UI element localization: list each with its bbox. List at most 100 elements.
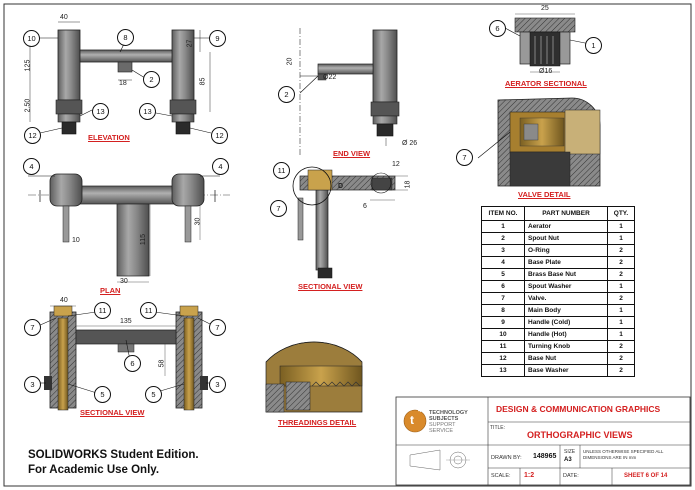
balloon-7a: 7: [24, 319, 41, 336]
dim-elev-85: 85: [199, 77, 207, 86]
logo-line-2: SUBJECTS: [429, 416, 459, 422]
dim-elev-40: 40: [60, 14, 68, 21]
plan-label: PLAN: [100, 286, 121, 295]
valve-detail-label: VALVE DETAIL: [518, 190, 571, 199]
dim-sv-58: 58: [158, 359, 166, 368]
elevation-label: ELEVATION: [88, 133, 130, 142]
balloon-2: 2: [143, 71, 160, 88]
balloon-12b: 12: [211, 127, 228, 144]
logo-line-3: SUPPORT: [429, 422, 456, 428]
bom-item-no: 8: [481, 304, 525, 317]
balloon-1: 1: [585, 37, 602, 54]
dimension-note: UNLESS OTHERWISE SPECIFIED ALL DIMENSION…: [583, 449, 664, 460]
end-view-label: END VIEW: [333, 149, 371, 158]
bom-part: Main Body: [524, 304, 608, 317]
bom-item-no: 1: [481, 220, 525, 233]
dim-end-dia22: Ø22: [323, 74, 337, 81]
bom-part: Spout Washer: [524, 280, 608, 293]
dim-sv-135: 135: [120, 318, 132, 325]
logo-superscript: 4: [418, 408, 422, 414]
dim-plan-10: 10: [72, 237, 80, 244]
threadings-detail-label: THREADINGS DETAIL: [278, 418, 357, 427]
balloon-6-section: 6: [124, 355, 141, 372]
logo-line-4: SERVICE: [429, 428, 454, 434]
bom-item-no: 6: [481, 280, 525, 293]
logo-line-1: TECHNOLOGY: [429, 410, 468, 416]
balloon-5b: 5: [145, 386, 162, 403]
dim-aer-25: 25: [541, 5, 549, 12]
balloon-12a: 12: [24, 127, 41, 144]
balloon-5a: 5: [94, 386, 111, 403]
bom-header-item: ITEM NO.: [481, 206, 525, 221]
bom-item-no: 9: [481, 316, 525, 329]
date-label: DATE:: [563, 473, 579, 479]
plan-view: [28, 173, 230, 283]
dim-end-20: 20: [286, 57, 294, 66]
bom-item-no: 4: [481, 256, 525, 269]
dim-sec-18: 18: [404, 180, 412, 189]
student-edition-watermark: SOLIDWORKS Student Edition. For Academic…: [28, 448, 199, 478]
bom-header-row: ITEM NO. PART NUMBER QTY.: [481, 206, 635, 221]
bom-part: Base Plate: [524, 256, 608, 269]
bom-item-no: 3: [481, 244, 525, 257]
threadings-detail: [265, 341, 363, 413]
watermark-line-2: For Academic Use Only.: [28, 464, 160, 476]
bom-qty: 1: [607, 232, 635, 245]
balloon-11a: 11: [94, 302, 111, 319]
aerator-sectional: [504, 13, 591, 73]
sectional-view-bottom-label: SECTIONAL VIEW: [80, 408, 145, 417]
balloon-13a: 13: [92, 103, 109, 120]
bom-qty: 2: [607, 244, 635, 257]
bom-qty: 1: [607, 280, 635, 293]
balloon-2-end: 2: [278, 86, 295, 103]
dim-plan-115: 115: [140, 233, 148, 246]
elevation-view: [29, 21, 212, 135]
bom-qty: 1: [607, 304, 635, 317]
drawn-by-label: DRAWN BY:: [491, 455, 522, 461]
size-label: SIZE: [564, 449, 576, 455]
valve-detail: [477, 97, 601, 187]
bom-part: Aerator: [524, 220, 608, 233]
drawn-by-value: 148965: [533, 453, 557, 460]
bom-qty: 1: [607, 328, 635, 341]
bom-qty: 2: [607, 292, 635, 305]
dim-sec-d: D: [338, 183, 344, 190]
scale-label: SCALE:: [491, 473, 511, 479]
balloon-4a: 4: [23, 158, 40, 175]
course-header: DESIGN & COMMUNICATION GRAPHICS: [496, 404, 661, 414]
balloon-13b: 13: [139, 103, 156, 120]
dim-end-dia26: Ø 26: [402, 140, 418, 147]
balloon-7-valve: 7: [456, 149, 473, 166]
balloon-9: 9: [209, 30, 226, 47]
bom-part: Base Nut: [524, 352, 608, 365]
sectional-view-side: [292, 166, 408, 279]
bom-item-no: 2: [481, 232, 525, 245]
watermark-line-1: SOLIDWORKS Student Edition.: [28, 449, 199, 461]
dim-plan-30: 30: [120, 278, 128, 285]
bom-item-no: 10: [481, 328, 525, 341]
bom-item-no: 12: [481, 352, 525, 365]
dim-sec-12: 12: [392, 161, 400, 168]
bom-qty: 1: [607, 316, 635, 329]
bom-item-no: 13: [481, 364, 525, 377]
sheet-number: SHEET 6 OF 14: [624, 473, 668, 479]
bom-part: O-Ring: [524, 244, 608, 257]
sectional-view-front: [37, 305, 215, 411]
bom-qty: 2: [607, 256, 635, 269]
balloon-3a: 3: [24, 376, 41, 393]
dim-elev-250: 2.50: [24, 98, 32, 113]
